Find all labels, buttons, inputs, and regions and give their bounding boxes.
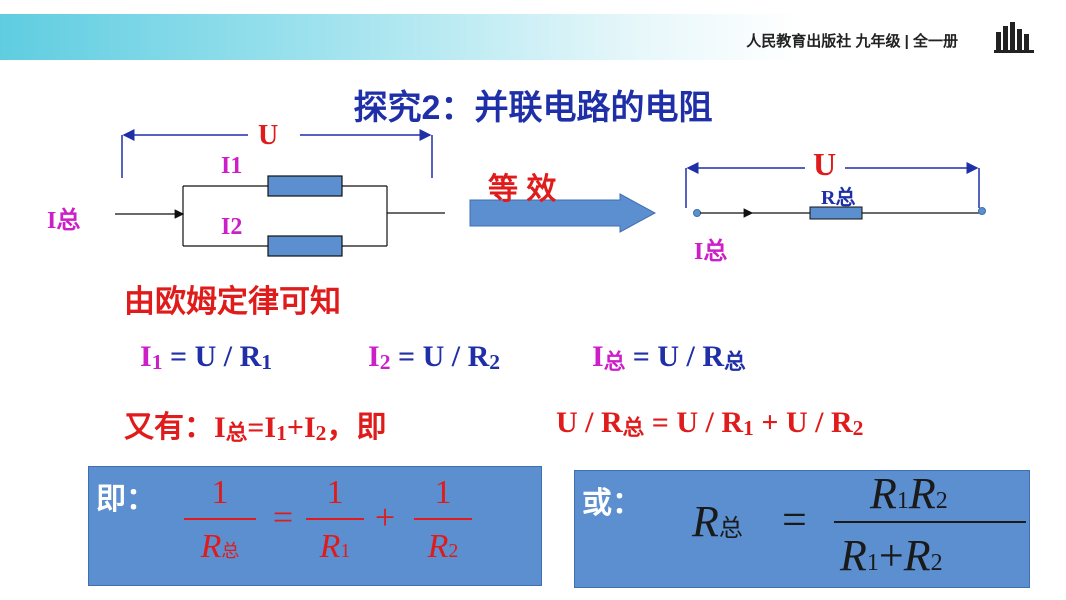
equation-itotal: I总 = U / R总	[592, 340, 746, 375]
box2-equals: =	[782, 495, 807, 544]
box1-plus: +	[374, 497, 396, 537]
box1-den2: R1	[319, 528, 351, 565]
page-title: 探究2：并联电路的电阻	[353, 89, 713, 127]
formula-box-reciprocal	[88, 466, 542, 586]
box1-fraction-line1	[184, 518, 256, 520]
resistor-r1	[267, 175, 343, 197]
box2-denominator: R1+R2	[840, 531, 943, 580]
branch1-current-label: I1	[221, 153, 243, 179]
box1-equals: =	[272, 497, 294, 537]
box1-fraction-line2	[306, 518, 364, 520]
also-equation: 又有：I总=I1+I2，即	[124, 411, 387, 446]
equivalence-label: 等 效	[488, 173, 557, 206]
total-current-label-right: I总	[694, 239, 728, 265]
header-band	[0, 14, 1066, 60]
box2-lhs: R总	[692, 497, 743, 546]
box1-num3: 1	[434, 474, 452, 511]
publisher-text: 人民教育出版社 九年级 | 全一册	[746, 33, 958, 50]
formula-box-product	[574, 470, 1030, 588]
equation-i1: I1 = U / R1	[140, 340, 273, 375]
books-logo-icon	[994, 22, 1034, 53]
box1-num1: 1	[211, 474, 229, 511]
resistance-equation: U / R总 = U / R1 + U / R2	[556, 406, 864, 441]
equivalence-arrow	[469, 193, 657, 233]
box1-label: 即：	[96, 483, 156, 516]
box1-num2: 1	[326, 474, 344, 511]
total-current-label-left: I总	[47, 208, 81, 234]
branch2-current-label: I2	[221, 214, 243, 240]
voltage-label-right: U	[813, 146, 837, 182]
box1-den1: R总	[200, 528, 240, 565]
resistor-total-label: R总	[821, 187, 856, 209]
ohm-law-heading: 由欧姆定律可知	[124, 284, 341, 319]
box1-fraction-line3	[414, 518, 472, 520]
box1-den3: R2	[427, 528, 459, 565]
box2-label: 或：	[582, 487, 642, 520]
voltage-label-left: U	[258, 120, 279, 151]
box2-numerator: R1R2	[870, 469, 948, 518]
box2-fraction-line	[834, 521, 1026, 523]
equation-i2: I2 = U / R2	[368, 340, 501, 375]
resistor-r2	[267, 235, 343, 257]
